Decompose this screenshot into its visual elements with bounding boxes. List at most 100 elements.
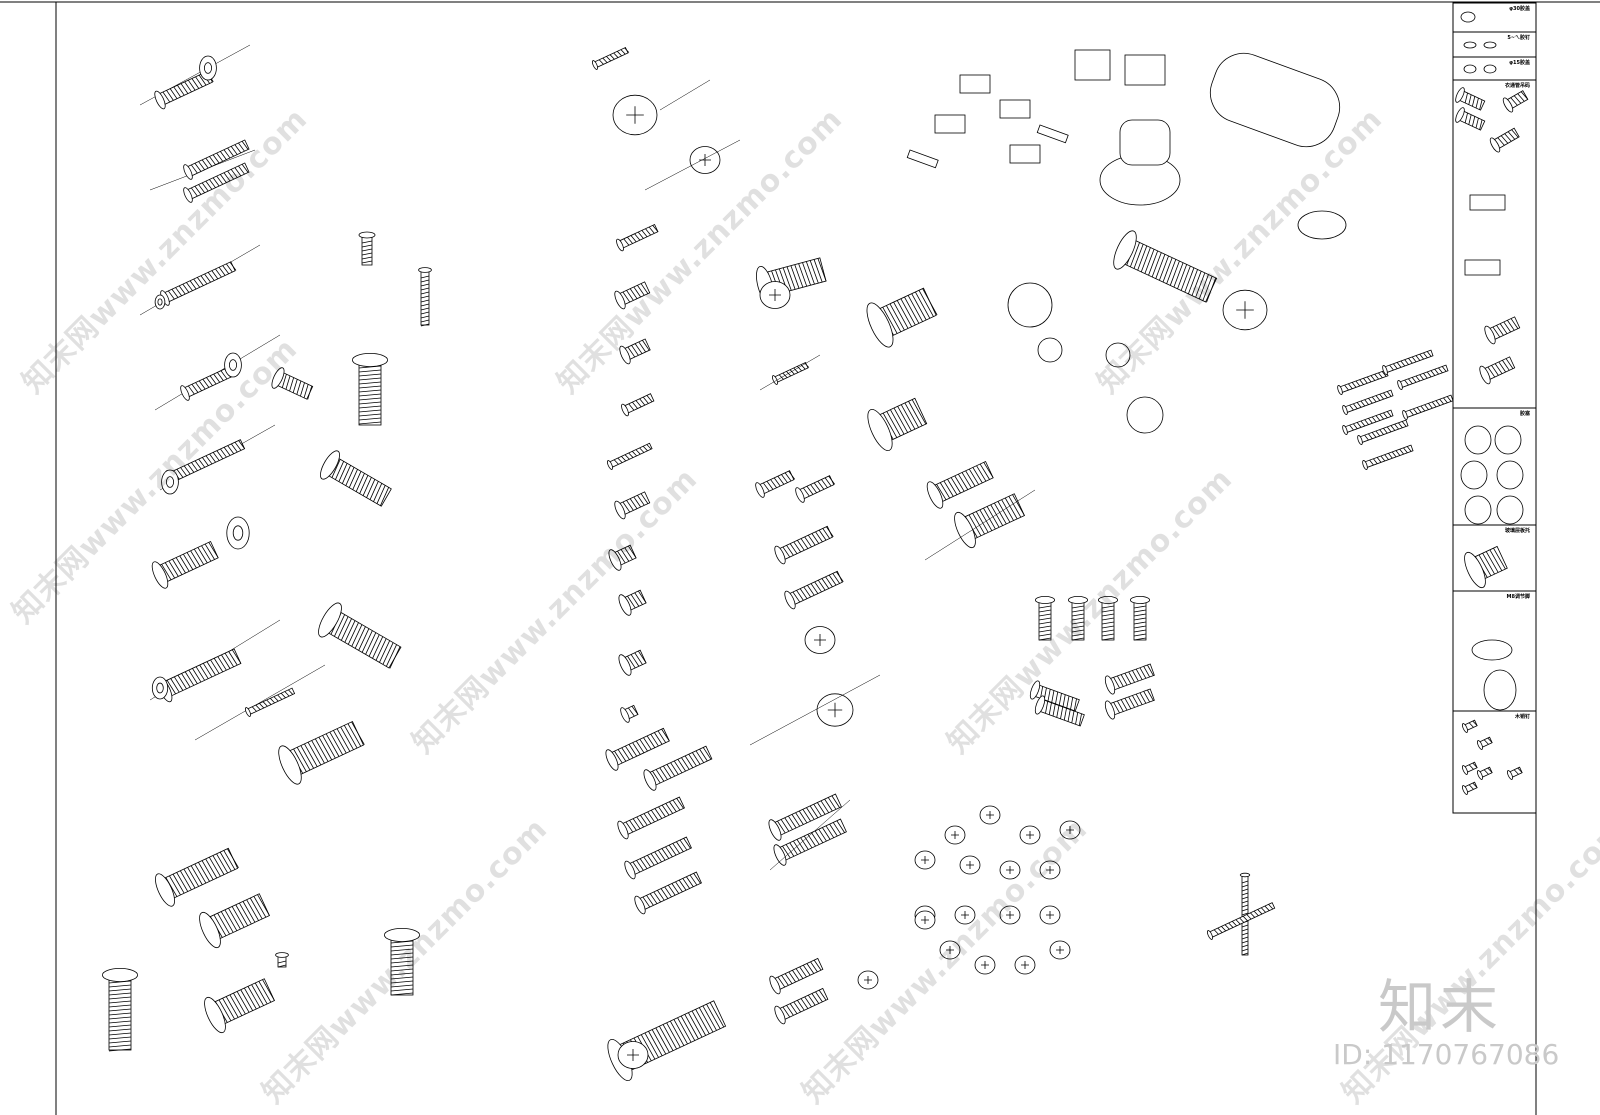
screw-icon <box>618 589 647 616</box>
screw-icon <box>1342 389 1394 415</box>
nail-icon <box>1463 41 1477 49</box>
screw-icon <box>1342 409 1394 435</box>
hanger-bracket-icon <box>1469 194 1506 211</box>
screw-icon <box>1034 695 1085 727</box>
damper-icon <box>1210 52 1340 148</box>
screw-icon <box>616 223 659 252</box>
washer-hole-icon <box>232 525 244 541</box>
cross-slot-icon <box>1066 826 1074 834</box>
cap-icon <box>1463 64 1477 74</box>
legend-label-8: 木销钉 <box>1514 714 1530 720</box>
screw-icon <box>866 287 938 348</box>
washer-hole-icon <box>157 298 163 306</box>
plug-icon <box>1496 495 1524 525</box>
screw-icon <box>160 261 237 306</box>
screw-icon <box>619 338 651 365</box>
screw-icon <box>271 367 314 400</box>
screw-icon <box>774 525 834 565</box>
cross-slot-icon <box>1006 866 1014 874</box>
plug-icon <box>1464 495 1492 525</box>
cross-slot-icon <box>814 634 826 646</box>
cross-slot-icon <box>627 1049 639 1061</box>
cap-icon <box>1460 11 1476 23</box>
suction-handle-icon <box>1119 119 1171 166</box>
screw-icon <box>278 720 365 785</box>
screw-icon <box>755 470 796 498</box>
screw-icon <box>1502 90 1529 113</box>
screw-icon <box>1489 127 1520 153</box>
clip-bracket-icon <box>999 99 1031 119</box>
screw-icon <box>358 231 376 266</box>
screw-icon <box>784 570 844 610</box>
legend-label-7: M8调节脚 <box>1506 594 1530 600</box>
plate-icon <box>906 149 939 169</box>
screw-icon <box>614 281 651 310</box>
legend-label-3: φ15胶盖 <box>1509 60 1530 66</box>
screw-icon <box>606 442 653 470</box>
ring-clip-icon <box>1037 337 1063 363</box>
screw-icon <box>954 493 1025 549</box>
screw-icon <box>1113 230 1218 303</box>
screw-icon <box>607 1000 727 1082</box>
screw-icon <box>618 649 647 676</box>
cross-slot-icon <box>966 861 974 869</box>
screw-icon <box>244 687 296 717</box>
cross-slot-icon <box>626 106 644 124</box>
screw-icon <box>183 139 250 180</box>
plate-icon <box>1036 124 1069 144</box>
clip-bracket-icon <box>934 114 966 134</box>
screw-icon <box>1104 688 1155 720</box>
axis-line <box>659 79 711 111</box>
screw-icon <box>383 928 421 996</box>
screw-icon <box>1382 349 1434 375</box>
screw-icon <box>204 978 275 1034</box>
cross-slot-icon <box>1056 946 1064 954</box>
cap-icon <box>1126 396 1164 434</box>
grommet-icon <box>1297 210 1347 240</box>
screw-icon <box>1402 394 1454 420</box>
leveling-foot-icon <box>1483 669 1517 711</box>
legend-label-5: 胶塞 <box>1519 411 1530 417</box>
screw-icon <box>795 475 836 503</box>
cross-slot-icon <box>951 831 959 839</box>
axis-line <box>924 489 1036 561</box>
screw-icon <box>1461 781 1478 795</box>
cross-slot-icon <box>864 976 872 984</box>
screw-icon <box>768 793 842 841</box>
cross-slot-icon <box>946 946 954 954</box>
cross-slot-icon <box>1026 831 1034 839</box>
cross-slot-icon <box>961 911 969 919</box>
screw-icon <box>1129 596 1151 641</box>
screw-icon <box>199 893 270 949</box>
screw-icon <box>165 439 246 486</box>
screw-icon <box>605 727 670 771</box>
screw-icon <box>1357 419 1409 445</box>
clip-bracket-icon <box>959 74 991 94</box>
legend-label-4: 衣通管吊码 <box>1504 83 1530 89</box>
cross-slot-icon <box>1236 301 1254 319</box>
screw-icon <box>155 847 239 907</box>
clip-bracket-icon <box>1009 144 1041 164</box>
nail-icon <box>1483 41 1497 49</box>
screw-icon <box>1029 680 1080 712</box>
cross-slot-icon <box>921 856 929 864</box>
screw-icon <box>1104 663 1155 695</box>
screw-icon <box>614 491 651 520</box>
washer-hole-icon <box>165 476 174 488</box>
screw-icon <box>769 957 824 995</box>
screw-icon <box>318 602 402 669</box>
cross-slot-icon <box>769 289 781 301</box>
bracket-icon <box>1074 49 1111 81</box>
screw-icon <box>1097 596 1119 641</box>
plug-icon <box>1494 425 1522 455</box>
screw-icon <box>1479 356 1516 385</box>
ring-clip-icon <box>1105 342 1131 368</box>
screw-icon <box>183 162 250 203</box>
watermark-logo: 知末 <box>1378 973 1503 1041</box>
screw-icon <box>620 704 639 723</box>
screw-icon <box>774 987 829 1025</box>
cross-slot-icon <box>986 811 994 819</box>
screw-icon <box>634 871 702 915</box>
screw-icon <box>643 745 713 791</box>
